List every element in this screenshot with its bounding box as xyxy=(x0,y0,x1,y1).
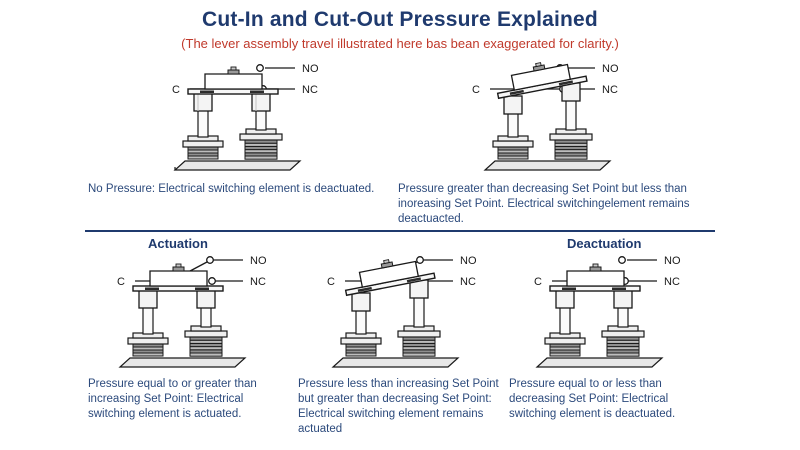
terminal-label-nc: NC xyxy=(664,276,680,288)
caption-actuation: Pressure equal to or greater than increa… xyxy=(88,378,257,420)
switch-mechanism xyxy=(331,259,460,368)
diagram-between-set-points-rising: NO NC C xyxy=(450,58,680,178)
caption-deactuation: Pressure equal to or less than decreasin… xyxy=(509,378,676,420)
diagram-actuation: NO NC C xyxy=(95,250,315,375)
terminal-label-no: NO xyxy=(302,63,319,75)
caption-between-set-points-rising: Pressure greater than decreasing Set Poi… xyxy=(398,183,690,225)
caption-between-set-points-falling: Pressure less than increasing Set Point … xyxy=(298,378,499,435)
diagram-no-pressure: NO NC C xyxy=(150,58,370,178)
caption-no-pressure: No Pressure: Electrical switching elemen… xyxy=(88,183,375,195)
terminal-label-nc: NC xyxy=(460,276,476,288)
terminal-label-c: C xyxy=(472,84,480,96)
terminal-label-c: C xyxy=(327,276,335,288)
terminal-label-nc: NC xyxy=(250,276,266,288)
switch-mechanism xyxy=(173,66,302,171)
switch-mechanism xyxy=(535,263,664,368)
diagram-deactuation: NO NC C xyxy=(512,250,732,375)
diagram-between-set-points-falling: NO NC C xyxy=(305,250,525,375)
terminal-label-no: NO xyxy=(602,63,619,75)
section-header-actuation: Actuation xyxy=(148,236,208,251)
terminal-label-no: NO xyxy=(460,255,477,267)
terminal-label-nc: NC xyxy=(302,84,318,96)
terminal-label-nc: NC xyxy=(602,84,618,96)
terminal-label-c: C xyxy=(534,276,542,288)
terminal-label-c: C xyxy=(117,276,125,288)
terminal-label-c: C xyxy=(172,84,180,96)
switch-mechanism xyxy=(118,263,247,368)
page-title: Cut-In and Cut-Out Pressure Explained xyxy=(202,8,598,31)
section-header-deactuation: Deactuation xyxy=(567,236,642,251)
switch-mechanism xyxy=(483,62,612,171)
terminal-label-no: NO xyxy=(664,255,681,267)
page-subtitle: (The lever assembly travel illustrated h… xyxy=(181,36,619,51)
terminal-label-no: NO xyxy=(250,255,267,267)
section-divider xyxy=(85,230,715,232)
